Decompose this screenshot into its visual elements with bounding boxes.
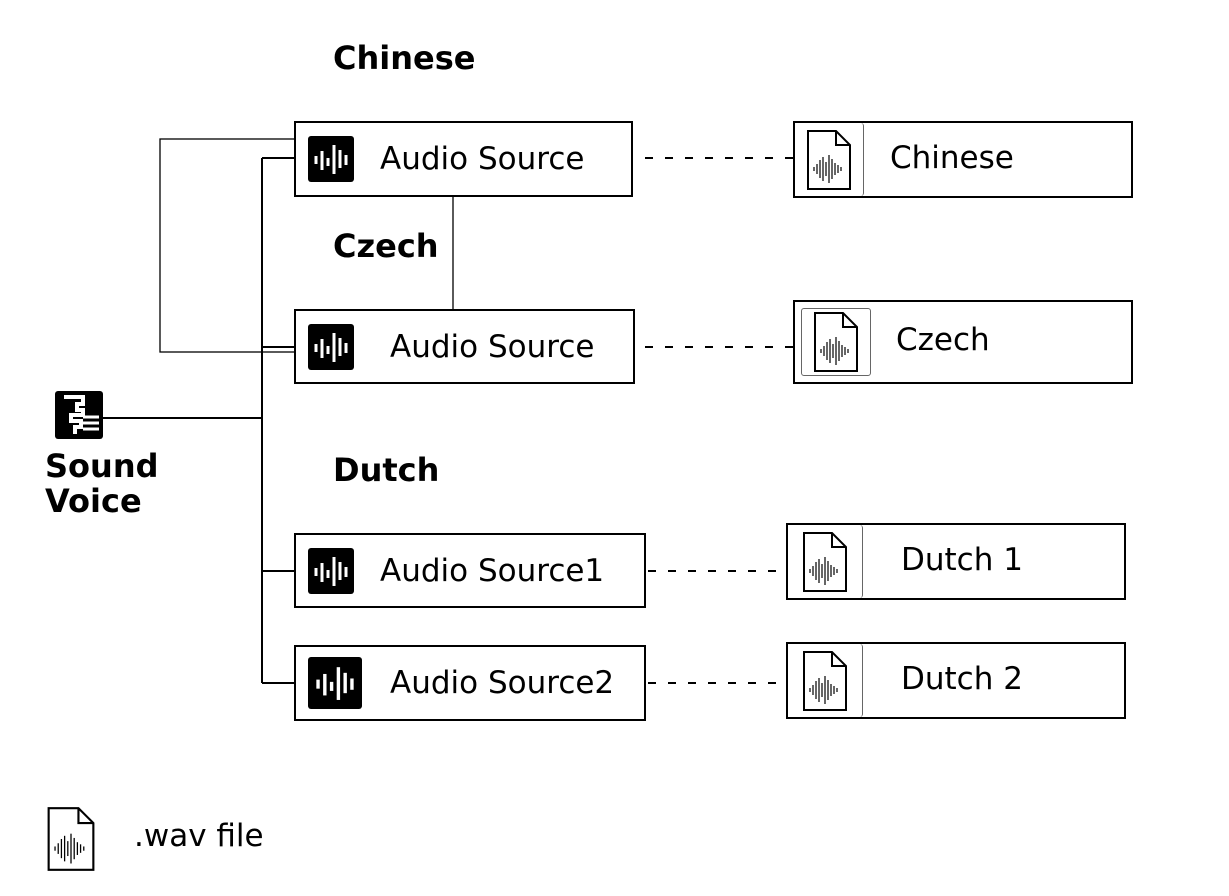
wav-file-icon [803, 650, 847, 711]
audio-source-label: Audio Source1 [380, 552, 605, 589]
wav-file-box-dutch-2[interactable]: Dutch 2 [786, 642, 1126, 719]
wav-file-icon [814, 312, 858, 372]
sound-voice-label-line2: Voice [45, 482, 142, 520]
audio-source-label: Audio Source [380, 141, 585, 177]
audio-source-box-4[interactable]: Audio Source2 [294, 645, 646, 721]
legend-wav-file-icon [46, 806, 96, 876]
audio-waveform-icon [308, 323, 354, 370]
sound-voice-label-line1: Sound [45, 447, 159, 485]
audio-waveform-icon [308, 136, 354, 182]
wav-file-label: Dutch 1 [901, 541, 1023, 578]
wav-file-box-dutch-1[interactable]: Dutch 1 [786, 523, 1126, 600]
audio-source-box-1[interactable]: Audio Source [294, 121, 633, 197]
voice-icon [55, 391, 103, 439]
heading-czech: Czech [333, 227, 439, 265]
wav-file-tile [795, 123, 864, 196]
audio-source-box-3[interactable]: Audio Source1 [294, 533, 646, 608]
audio-waveform-icon [308, 657, 362, 709]
legend-label: .wav file [134, 818, 264, 854]
wav-file-box-czech[interactable]: Czech [793, 300, 1133, 384]
sound-voice-label: Sound Voice [45, 449, 159, 519]
wav-file-icon [803, 531, 847, 592]
wav-file-label: Czech [896, 322, 990, 359]
audio-waveform-icon [308, 547, 354, 594]
wav-file-tile [788, 525, 863, 598]
wav-file-tile [788, 644, 863, 717]
wav-file-tile [801, 308, 871, 376]
heading-dutch: Dutch [333, 451, 440, 489]
audio-source-box-2[interactable]: Audio Source [294, 309, 635, 384]
wav-file-box-chinese[interactable]: Chinese [793, 121, 1133, 198]
heading-chinese: Chinese [333, 39, 476, 77]
wav-file-label: Chinese [890, 139, 1014, 176]
wav-file-label: Dutch 2 [901, 660, 1023, 697]
audio-source-label: Audio Source2 [390, 665, 615, 701]
audio-source-label: Audio Source [390, 328, 595, 365]
wav-file-icon [807, 129, 851, 190]
